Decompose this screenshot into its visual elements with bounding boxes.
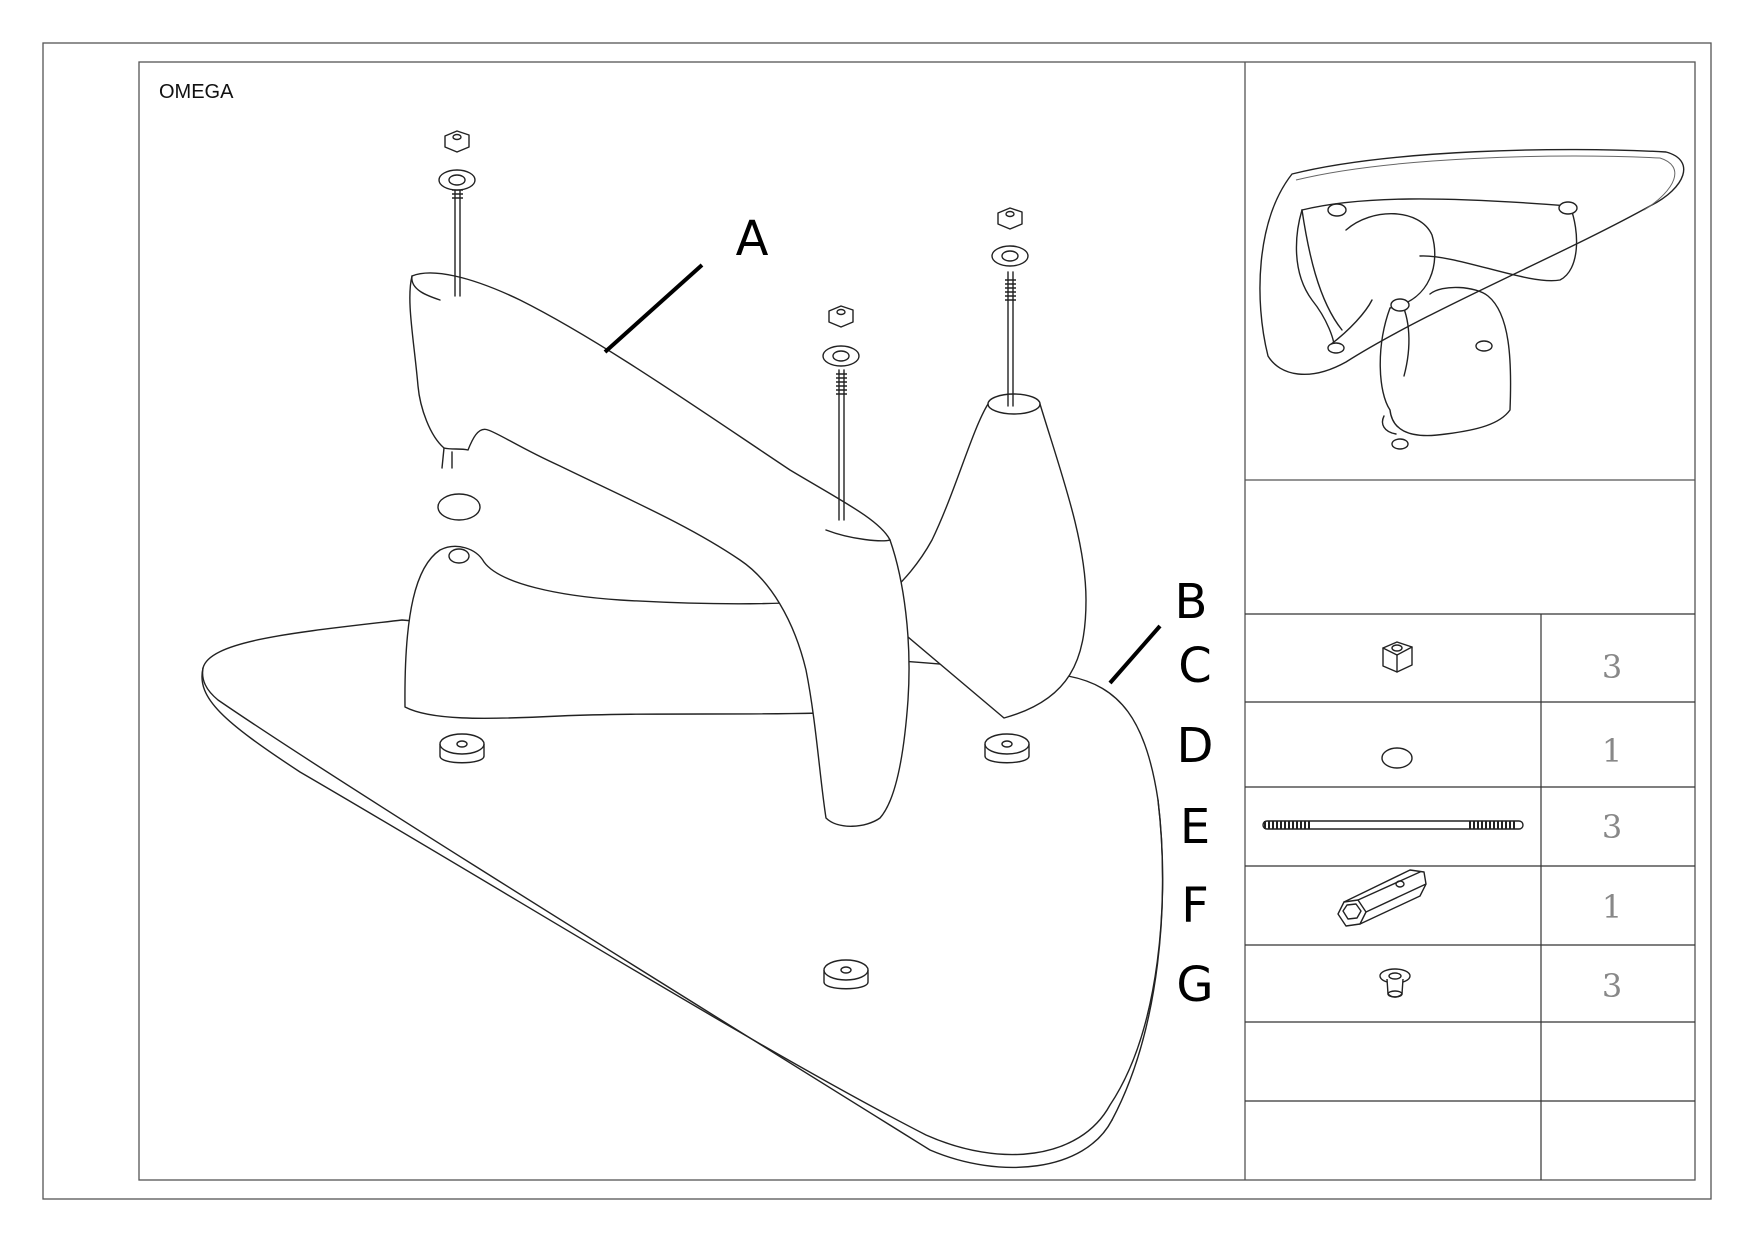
base-front-leg [404,545,861,720]
hex-key-tool-icon [1337,869,1427,927]
part-letter: F [1181,878,1209,934]
part-quantity: 1 [1602,732,1622,770]
part-quantity: 1 [1602,888,1622,926]
callout-b-leader [1108,624,1162,685]
part-letter: D [1177,718,1214,774]
part-quantity: 3 [1602,967,1622,1005]
o-ring-exploded [437,493,481,521]
glass-pads [439,733,1030,990]
part-quantity: 3 [1602,648,1622,686]
parts-table-labels: C D E F G 3 1 3 1 3 [1176,638,1622,1013]
assembled-table-preview [1259,148,1685,450]
part-letter: C [1178,638,1212,694]
base-arm-a [409,272,910,827]
callout-a-label: A [736,211,769,267]
callout-a-leader [603,263,704,354]
callout-b-label: B [1175,574,1208,630]
threaded-rod-right [991,207,1029,407]
threaded-rod-left [438,130,476,297]
outer-border [42,42,1712,1200]
parts-table-grid [1245,613,1695,1180]
glass-pad-washer-icon [1379,968,1411,998]
part-quantity: 3 [1602,808,1622,846]
part-letter: E [1180,799,1210,855]
hex-nut-icon [1382,641,1413,673]
base-rear-leg [875,393,1087,719]
threaded-rod-icon [1262,820,1524,830]
o-ring-icon [1381,747,1413,769]
threaded-rod-middle [822,305,860,521]
part-letter: G [1176,957,1213,1013]
inner-border [138,61,1696,1181]
drawing-title: OMEGA [159,81,234,103]
